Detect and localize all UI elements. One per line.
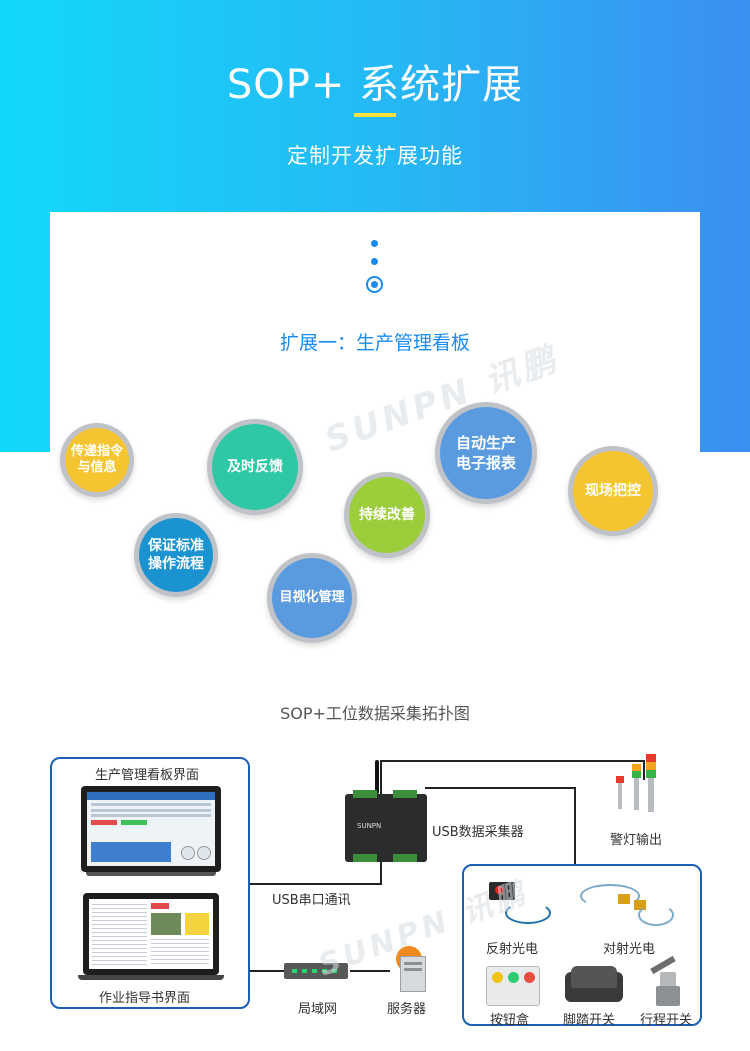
bubble-line: 持续改善 xyxy=(359,507,415,523)
bubble-line: 及时反馈 xyxy=(227,459,283,475)
connector-line xyxy=(380,760,645,762)
instruction-label: 作业指导书界面 xyxy=(99,991,191,1006)
title-underline xyxy=(354,113,396,117)
bubble-line: 操作流程 xyxy=(148,556,204,572)
reflective-sensor xyxy=(485,880,555,930)
alarm-light xyxy=(612,754,660,820)
dashboard-monitor xyxy=(81,786,221,872)
lan-switch xyxy=(284,961,348,981)
through-beam-label: 对射光电 xyxy=(603,942,656,957)
connector-line xyxy=(250,883,382,885)
bubble-line: 自动生产 xyxy=(455,434,516,452)
step-dot xyxy=(371,240,378,247)
topology-title: SOP+工位数据采集拓扑图 xyxy=(280,704,470,723)
connector-line xyxy=(643,760,645,780)
bubble-feedback: 及时反馈 xyxy=(207,419,303,515)
monitor-base xyxy=(86,872,216,876)
bubble-visual: 目视化管理 xyxy=(267,553,357,643)
connector-line xyxy=(350,970,390,972)
collector-label: USB数据采集器 xyxy=(432,825,524,840)
page-subtitle: 定制开发扩展功能 xyxy=(287,144,463,168)
travel-switch-label: 行程开关 xyxy=(640,1013,693,1028)
lan-label: 局域网 xyxy=(298,1002,338,1017)
collector-brand: SUNPN xyxy=(357,822,382,830)
laptop-base xyxy=(78,975,224,980)
server-icon xyxy=(388,946,430,992)
button-box-label: 按钮盒 xyxy=(490,1013,530,1028)
usb-serial-label: USB串口通讯 xyxy=(272,893,351,908)
bubble-line: 与信息 xyxy=(77,460,117,475)
bubble-standard: 保证标准操作流程 xyxy=(134,513,218,597)
dashboard-label: 生产管理看板界面 xyxy=(95,768,200,783)
connector-line xyxy=(425,787,575,789)
antenna-icon xyxy=(375,760,379,794)
connector-line xyxy=(250,970,290,972)
bubble-line: 保证标准 xyxy=(148,538,204,554)
through-beam-sensor xyxy=(578,878,678,930)
foot-switch-label: 脚踏开关 xyxy=(563,1013,616,1028)
travel-switch xyxy=(646,955,690,1008)
button-box xyxy=(486,966,540,1006)
reflective-label: 反射光电 xyxy=(486,942,539,957)
server-label: 服务器 xyxy=(387,1002,427,1017)
bubble-line: 传递指令 xyxy=(70,444,123,459)
instruction-monitor xyxy=(83,893,219,975)
foot-switch xyxy=(563,962,625,1006)
usb-data-collector: SUNPN xyxy=(345,760,427,862)
connector-line xyxy=(574,787,576,867)
bubble-site-control: 现场把控 xyxy=(568,446,658,536)
step-active-ring xyxy=(366,276,383,293)
bubble-line: 现场把控 xyxy=(585,483,641,499)
dashboard-screen xyxy=(87,792,215,866)
instruction-screen xyxy=(89,899,213,969)
bubble-instruction: 传递指令与信息 xyxy=(60,423,134,497)
bubble-report: 自动生产电子报表 xyxy=(435,402,537,504)
bubble-line: 电子报表 xyxy=(455,454,516,472)
bubble-line: 目视化管理 xyxy=(279,590,345,605)
alarm-label: 警灯输出 xyxy=(610,833,663,848)
section-title: 扩展一：生产管理看板 xyxy=(279,332,470,354)
step-dot xyxy=(371,258,378,265)
bubble-improvement: 持续改善 xyxy=(344,472,430,558)
page-title: SOP+ 系统扩展 xyxy=(226,62,524,108)
